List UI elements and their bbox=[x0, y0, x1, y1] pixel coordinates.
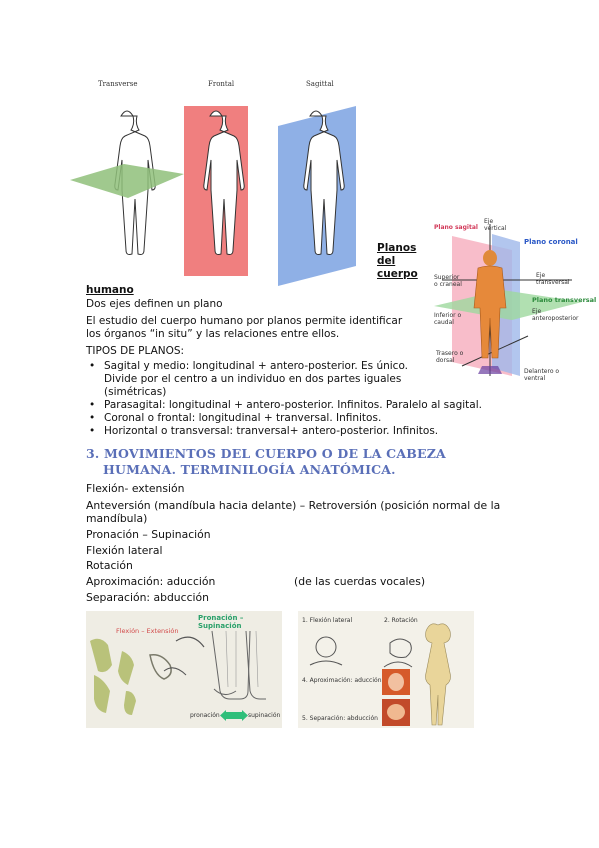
pronacion-arrow bbox=[224, 712, 244, 719]
types-list: Sagital y medio: longitudinal + antero-p… bbox=[86, 360, 526, 438]
line-ejes: Dos ejes definen un plano bbox=[86, 298, 223, 310]
label-plano-transversal: Plano transversal bbox=[532, 296, 597, 304]
label-eje-anteroposterior: Eje anteroposterior bbox=[532, 308, 579, 322]
label-inferior-caudal: Inferior o caudal bbox=[434, 312, 462, 326]
photo-label-pron: pronación bbox=[190, 712, 220, 719]
mov-separacion: Separación: abducción bbox=[86, 591, 209, 604]
mov-pronacion: Pronación – Supinación bbox=[86, 528, 211, 541]
type-horizontal: Horizontal o transversal: tranversal+ an… bbox=[86, 425, 526, 438]
photo-movimientos-cabeza: 1. Flexión lateral 2. Rotación 4. Aproxi… bbox=[298, 611, 474, 728]
cabeza-label4: 4. Aproximación: aducción bbox=[302, 677, 382, 684]
mov-flexion: Flexión- extensión bbox=[86, 482, 185, 495]
photo-label-sup: supinación bbox=[248, 712, 281, 719]
label-superior-craneal: Superior o craneal bbox=[434, 274, 462, 288]
frontal-figure bbox=[184, 106, 248, 276]
label-sagittal: Sagittal bbox=[306, 80, 334, 88]
label-plano-sagital: Plano sagital bbox=[434, 224, 478, 231]
mov-mandibula: mandíbula) bbox=[86, 512, 148, 525]
label-frontal: Frontal bbox=[208, 80, 235, 88]
label-eje-transversal: Eje transversal bbox=[536, 272, 570, 286]
cabeza-label2: 2. Rotación bbox=[384, 617, 418, 624]
planos-title-line3: cuerpo bbox=[377, 268, 418, 280]
transverse-figure bbox=[70, 110, 184, 255]
photo-title-pron: Pronación – Supinación bbox=[198, 614, 244, 630]
type-sagital: Sagital y medio: longitudinal + antero-p… bbox=[86, 360, 526, 399]
mov-note: (de las cuerdas vocales) bbox=[294, 575, 426, 588]
photo-pronacion-svg bbox=[86, 611, 282, 728]
planos-title: Planos del cuerpo bbox=[377, 242, 418, 281]
planos-title-line1: Planos bbox=[377, 242, 417, 254]
heading-line2: HUMANA. TERMINILOGÍA ANATÓMICA. bbox=[103, 462, 396, 477]
body-planes-figure: Plano sagital Eje vertical Plano coronal… bbox=[432, 216, 598, 382]
photo-cabeza-svg bbox=[298, 611, 474, 728]
para-line1: El estudio del cuerpo humano por planos … bbox=[86, 315, 403, 327]
mov-aproximacion: Aproximación: aducción bbox=[86, 575, 216, 588]
types-label: TIPOS DE PLANOS: bbox=[86, 345, 185, 357]
label-plano-coronal: Plano coronal bbox=[524, 238, 578, 246]
mov-rotacion: Rotación bbox=[86, 559, 133, 572]
mov-anteversion: Anteversión (mandíbula hacia delante) – … bbox=[86, 499, 501, 512]
label-delantero-ventral: Delantero o ventral bbox=[524, 368, 560, 382]
mov-flexion-lateral: Flexión lateral bbox=[86, 544, 163, 557]
cabeza-label5: 5. Separación: abducción bbox=[302, 715, 378, 722]
para-line2: los órganos “in situ” y las relaciones e… bbox=[86, 328, 340, 340]
photo-title-flex: Flexión – Extensión bbox=[116, 627, 179, 635]
transverse-plane bbox=[70, 164, 184, 198]
subtitle-humano: humano bbox=[86, 284, 134, 296]
planes-figure-svg bbox=[70, 106, 356, 286]
sagittal-figure bbox=[278, 106, 356, 286]
photo-pronacion: Pronación – Supinación Flexión – Extensi… bbox=[86, 611, 282, 728]
planos-title-line2: del bbox=[377, 255, 396, 267]
label-transverse: Transverse bbox=[98, 80, 138, 88]
type-parasagital: Parasagital: longitudinal + antero-poste… bbox=[86, 399, 526, 412]
type-coronal: Coronal o frontal: longitudinal + tranve… bbox=[86, 412, 526, 425]
transversal-plane-shape bbox=[434, 290, 582, 320]
cabeza-label1: 1. Flexión lateral bbox=[302, 617, 353, 624]
label-eje-vertical: Eje vertical bbox=[484, 218, 507, 232]
body-planes-svg bbox=[434, 224, 582, 376]
movimientos-heading: 3. MOVIMIENTOS DEL CUERPO O DE LA CABEZA… bbox=[86, 446, 446, 478]
planes-figure: Transverse Frontal Sagittal bbox=[66, 76, 366, 286]
heading-line1: 3. MOVIMIENTOS DEL CUERPO O DE LA CABEZA bbox=[86, 446, 446, 461]
